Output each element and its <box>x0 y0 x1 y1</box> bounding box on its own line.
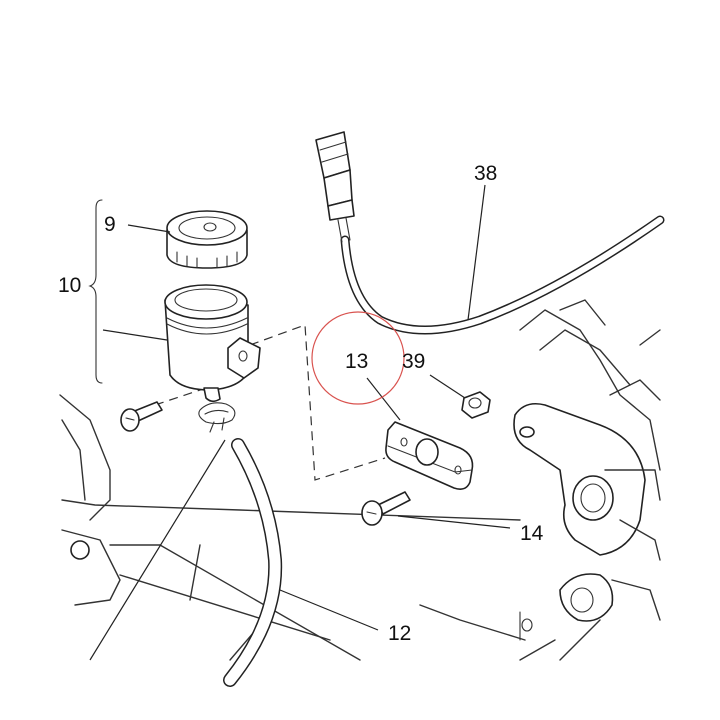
callout-39: 39 <box>402 350 425 373</box>
reservoir-cap <box>166 210 248 269</box>
leader-lines <box>89 184 511 661</box>
fluid-reservoir <box>164 284 261 403</box>
callout-14: 14 <box>520 522 544 545</box>
highlight-circle <box>311 311 405 405</box>
left-frame-structure <box>59 394 526 661</box>
fluid-hose <box>223 438 283 687</box>
callout-labels: 9 10 12 13 14 38 39 <box>58 162 544 645</box>
group-bracket <box>88 199 103 384</box>
sensor-cable <box>315 131 665 335</box>
callout-13: 13 <box>345 350 368 373</box>
frame-structure <box>513 299 661 661</box>
callout-9: 9 <box>104 213 116 236</box>
reservoir-screw <box>120 401 163 432</box>
mounting-bracket <box>385 421 474 490</box>
callout-12: 12 <box>388 622 411 645</box>
hose-clamp <box>198 402 236 433</box>
mounting-bolt <box>361 491 411 526</box>
mounting-nut <box>461 391 491 419</box>
callout-38: 38 <box>474 162 497 185</box>
callout-10: 10 <box>58 274 81 297</box>
